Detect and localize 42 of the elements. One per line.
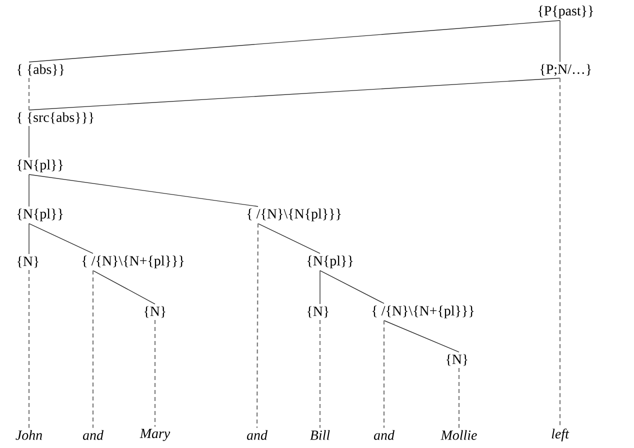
dependency-line (258, 223, 320, 254)
word: and (246, 430, 268, 440)
dependency-line (28, 223, 30, 254)
word: Mary (140, 428, 170, 442)
projection-line (154, 320, 156, 427)
category-label: {P{past}} (538, 6, 593, 18)
projection-line (28, 78, 30, 110)
word: Mollie (440, 430, 477, 440)
dependency-line (28, 174, 30, 207)
dependency-line (28, 20, 560, 62)
category-label: {N{pl}} (307, 256, 353, 268)
category-label: { {src{abs}}} (17, 112, 94, 124)
category-label: {N{pl}} (17, 160, 63, 172)
dependency-line (28, 78, 560, 110)
category-label: {N{pl}} (17, 208, 63, 222)
word: and (82, 430, 104, 440)
projection-line (92, 270, 94, 428)
dependency-line (320, 270, 384, 304)
word: Bill (310, 430, 330, 440)
word: John (16, 430, 42, 440)
projection-line (383, 320, 385, 428)
projection-line (559, 78, 561, 426)
word: and (374, 430, 394, 440)
projection-line (319, 320, 321, 428)
category-label: {P;N/…} (540, 64, 591, 76)
dependency-line (28, 174, 258, 207)
category-label: {N} (144, 306, 166, 318)
category-label: { /{N}\{N+{pl}}} (82, 256, 184, 268)
projection-line (458, 368, 460, 428)
category-label: {N} (446, 354, 468, 366)
dependency-line (28, 126, 30, 158)
category-label: { /{N}\{N{pl}}} (247, 208, 341, 222)
category-label: { /{N}\{N+{pl}}} (372, 306, 474, 318)
category-label: {N} (17, 256, 38, 268)
projection-line (28, 270, 30, 428)
dependency-line (28, 223, 94, 254)
dependency-line (92, 270, 156, 304)
category-label: {N} (307, 306, 328, 318)
projection-line (256, 224, 259, 428)
category-label: { {abs}} (17, 64, 64, 76)
word: left (552, 428, 570, 442)
dependency-line (384, 320, 460, 352)
